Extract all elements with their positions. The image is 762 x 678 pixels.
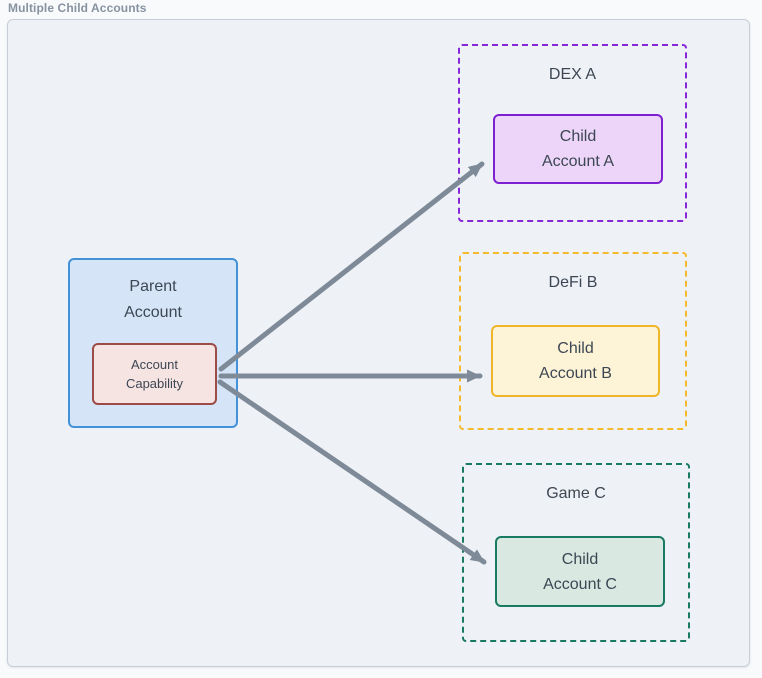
child-account-a-node: Child Account A: [493, 114, 663, 184]
child-account-b-label-line2: Account B: [539, 365, 612, 382]
child-account-c-node: Child Account C: [495, 536, 665, 607]
parent-account-label-line2: Account: [124, 304, 182, 321]
diagram-title: Multiple Child Accounts: [8, 1, 147, 15]
child-account-a-label-line1: Child: [559, 128, 597, 145]
env-defi-b-label: DeFi B: [548, 274, 598, 291]
parent-account-label-line1: Parent: [129, 278, 177, 295]
env-dex-a-container: DEX A: [458, 44, 687, 222]
env-dex-a-label: DEX A: [548, 66, 597, 83]
env-game-c-label: Game C: [546, 485, 606, 502]
account-capability-node: Account Capability: [92, 343, 217, 405]
child-account-a-label-line2: Account A: [541, 153, 615, 170]
account-capability-label-line1: Account: [131, 357, 178, 372]
child-account-c-label-line2: Account C: [543, 575, 617, 593]
child-account-b-label-line1: Child: [557, 340, 594, 357]
child-account-b-node: Child Account B: [491, 325, 660, 397]
account-capability-label-line2: Capability: [125, 376, 184, 391]
child-account-c-label-line1: Child: [561, 550, 599, 568]
